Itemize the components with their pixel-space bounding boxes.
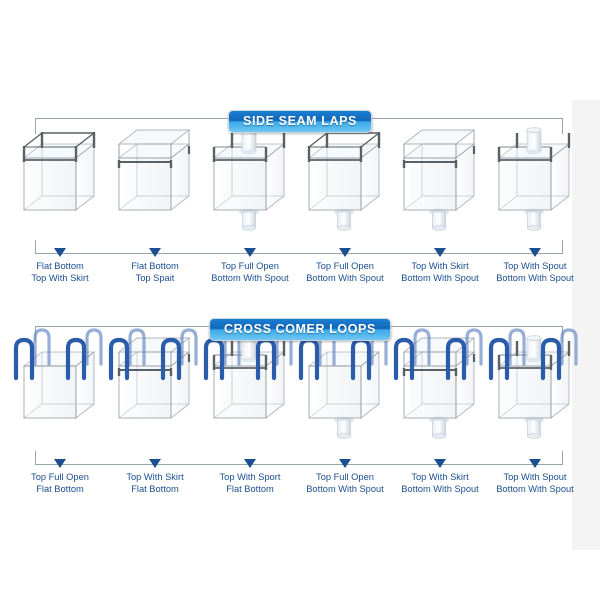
bag-type-label-line2: Bottom With Spout bbox=[401, 484, 479, 494]
bag-type-label-line1: Flat Bottom bbox=[131, 261, 179, 271]
pointer-arrow bbox=[54, 459, 66, 468]
banner-cross-comer-loops: CROSS COMER LOOPS bbox=[209, 318, 391, 341]
pointer-arrow bbox=[244, 459, 256, 468]
bag-illustration bbox=[485, 127, 585, 242]
bag-type-label-line1: Top Full Open bbox=[316, 261, 374, 271]
pointer-arrow bbox=[54, 248, 66, 257]
bag-illustration-row bbox=[0, 328, 600, 450]
bag-illustration bbox=[10, 328, 110, 450]
bag-type-label-line2: Bottom With Spout bbox=[306, 484, 384, 494]
bag-type-label-line2: Flat Bottom bbox=[36, 484, 84, 494]
arrow-rail bbox=[35, 451, 563, 465]
pointer-arrow bbox=[339, 459, 351, 468]
bag-type-label-line2: Top With Skirt bbox=[31, 273, 89, 283]
bag-type-label-line1: Top Full Open bbox=[221, 261, 279, 271]
bag-type-label-line1: Flat Bottom bbox=[36, 261, 84, 271]
banner-side-seam-laps: SIDE SEAM LAPS bbox=[228, 110, 372, 133]
bag-type-label-line1: Top With Skirt bbox=[126, 472, 184, 482]
pointer-arrow bbox=[529, 248, 541, 257]
bag-type-label-line1: Top With Skirt bbox=[411, 472, 469, 482]
bag-illustration bbox=[390, 129, 490, 242]
pointer-arrow bbox=[529, 459, 541, 468]
bag-type-label-line2: Bottom With Spout bbox=[306, 273, 384, 283]
pointer-arrow bbox=[434, 248, 446, 257]
section-side-seam-laps: SIDE SEAM LAPS bbox=[0, 100, 600, 290]
bag-illustration bbox=[200, 328, 300, 450]
pointer-arrow bbox=[149, 459, 161, 468]
bag-type-label-line1: Top With Spout bbox=[503, 472, 567, 482]
bag-illustration bbox=[295, 130, 395, 242]
bag-illustration bbox=[105, 129, 205, 242]
bag-type-label-line2: Bottom With Spout bbox=[496, 484, 574, 494]
bag-illustration bbox=[10, 130, 110, 242]
bag-illustration-row bbox=[0, 127, 600, 242]
bag-type-label-line2: Flat Bottom bbox=[226, 484, 274, 494]
bag-type-label-line2: Bottom With Spout bbox=[496, 273, 574, 283]
bag-type-label-line2: Top Spait bbox=[135, 273, 175, 283]
bag-type-label-line1: Top With Skirt bbox=[411, 261, 469, 271]
bag-illustration bbox=[390, 328, 490, 450]
pointer-arrow bbox=[339, 248, 351, 257]
bag-type-label-line2: Flat Bottom bbox=[131, 484, 179, 494]
bag-type-label-line1: Top Full Open bbox=[316, 472, 374, 482]
bag-type-label-line2: Bottom With Spout bbox=[401, 273, 479, 283]
bag-type-label-line1: Top With Sport bbox=[219, 472, 281, 482]
pointer-arrow bbox=[244, 248, 256, 257]
bag-illustration bbox=[485, 328, 585, 450]
right-side-panel bbox=[572, 100, 600, 550]
bag-type-label-line2: Bottom With Spout bbox=[211, 273, 289, 283]
section-cross-comer-loops: CROSS COMER LOOPS bbox=[0, 308, 600, 503]
bag-type-label-line1: Top With Spout bbox=[503, 261, 567, 271]
bag-illustration bbox=[200, 127, 300, 242]
pointer-arrow bbox=[149, 248, 161, 257]
pointer-arrow bbox=[434, 459, 446, 468]
bag-illustration bbox=[105, 328, 205, 450]
arrow-rail bbox=[35, 240, 563, 254]
bag-illustration bbox=[295, 328, 395, 450]
bag-type-label-line1: Top Full Open bbox=[31, 472, 89, 482]
